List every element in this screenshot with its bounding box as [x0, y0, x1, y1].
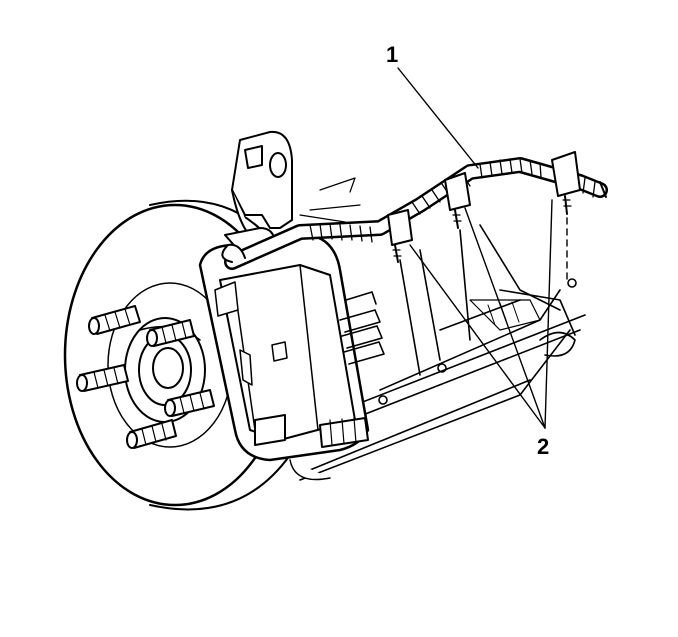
harness-clips — [387, 151, 581, 263]
wheel-stud — [146, 319, 195, 347]
frame-members — [299, 177, 586, 481]
harness-clip — [387, 209, 413, 263]
harness-clip — [444, 172, 471, 229]
leader-lines — [397, 67, 553, 429]
leader-line-1 — [397, 67, 479, 169]
wheel-stud — [164, 389, 215, 417]
wheel-stud — [88, 305, 141, 335]
wheel-stud — [126, 419, 177, 449]
leader-line-2b — [464, 207, 546, 429]
brake-caliper — [198, 227, 370, 481]
callout-label-2: 2 — [537, 434, 550, 459]
leader-line-2a — [409, 244, 546, 429]
wheel-studs — [76, 305, 215, 449]
steering-knuckle — [231, 130, 293, 241]
caliper-fins — [339, 291, 385, 365]
callout-label-1: 1 — [386, 42, 399, 67]
wheel-stud — [76, 364, 129, 392]
harness-clip — [551, 151, 581, 215]
leader-line-2c — [544, 199, 553, 429]
